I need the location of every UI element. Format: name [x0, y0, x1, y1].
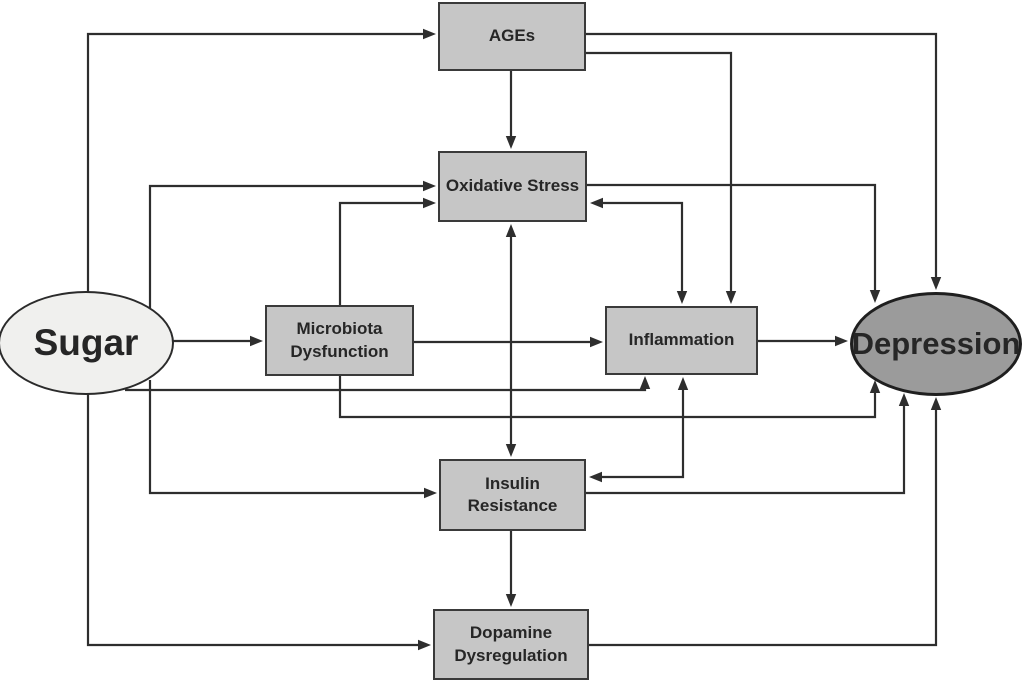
arrow-sugar-dopamine — [86, 394, 431, 651]
node-sugar: Sugar — [0, 291, 174, 395]
arrow-sugar-insulin — [148, 380, 437, 499]
arrow-sugar-oxidative — [148, 180, 436, 308]
arrow-oxidative-inflammation-bidirectional — [590, 197, 688, 304]
arrow-sugar-microbiota — [170, 335, 263, 347]
arrow-inflammation-insulin-bidirectional — [589, 377, 689, 483]
node-ages: AGEs — [438, 2, 586, 71]
node-oxidative-stress: Oxidative Stress — [438, 151, 587, 222]
arrow-oxidative-insulin-bidirectional — [505, 224, 517, 457]
arrow-microbiota-inflammation — [414, 336, 603, 348]
arrow-ages-inflammation — [586, 51, 737, 304]
arrow-sugar-inflammation — [125, 376, 651, 392]
node-oxidative-stress-label: Oxidative Stress — [445, 176, 580, 196]
node-inflammation: Inflammation — [605, 306, 758, 375]
arrow-sugar-ages — [86, 28, 436, 292]
arrow-ages-depression — [586, 32, 942, 290]
arrow-microbiota-oxidative — [338, 197, 436, 305]
node-depression-label: Depression — [851, 326, 1021, 361]
node-dopamine-dysregulation-label: Dopamine Dysregulation — [454, 623, 568, 665]
node-insulin-resistance-label: Insulin Resistance — [467, 473, 558, 515]
node-depression: Depression — [850, 292, 1022, 396]
arrow-ages-oxidative — [505, 71, 517, 149]
node-insulin-resistance: Insulin Resistance — [439, 459, 586, 531]
node-ages-label: AGEs — [488, 26, 536, 46]
node-microbiota-dysfunction: Microbiota Dysfunction — [265, 305, 414, 376]
arrow-oxidative-depression — [587, 183, 881, 303]
node-inflammation-label: Inflammation — [628, 330, 735, 350]
arrow-microbiota-depression — [338, 376, 881, 419]
arrow-insulin-dopamine — [505, 531, 517, 607]
node-microbiota-dysfunction-label: Microbiota Dysfunction — [290, 319, 389, 361]
arrow-inflammation-depression — [758, 335, 848, 347]
node-sugar-label: Sugar — [33, 322, 139, 363]
arrow-dopamine-depression — [589, 397, 942, 647]
node-dopamine-dysregulation: Dopamine Dysregulation — [433, 609, 589, 680]
arrow-insulin-depression — [586, 393, 910, 495]
